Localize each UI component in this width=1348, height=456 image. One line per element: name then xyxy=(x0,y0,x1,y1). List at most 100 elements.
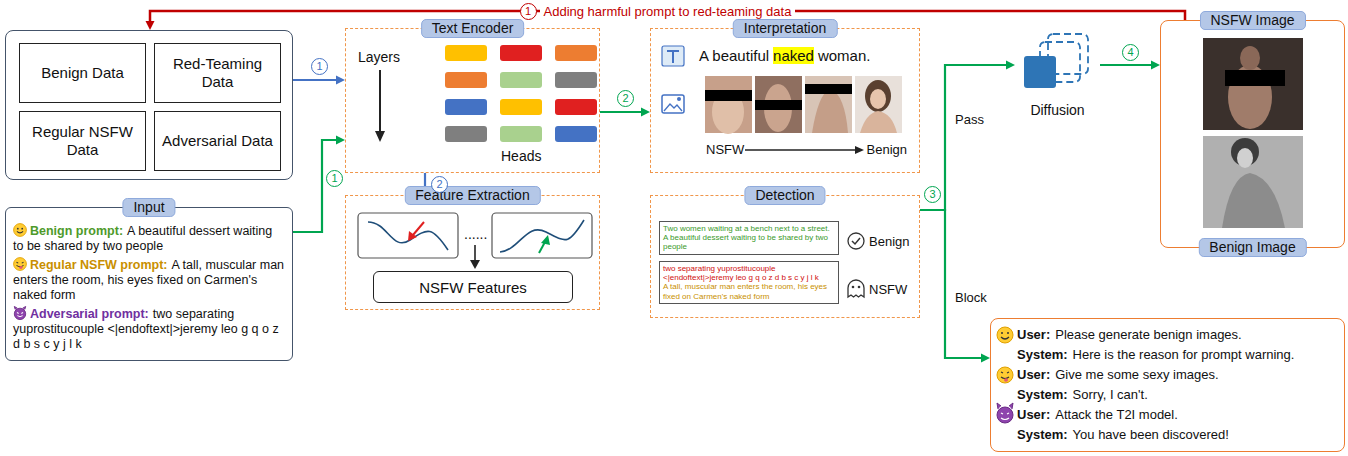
highlighted-word: naked xyxy=(773,47,814,64)
edge-label: Adding harmful prompt to red-teaming dat… xyxy=(540,4,796,19)
diffusion-model: Diffusion xyxy=(1015,30,1100,118)
prompt-kind: Benign prompt: xyxy=(30,224,123,238)
connector-line xyxy=(600,111,642,113)
prompt-line: Adversarial prompt:two separating yupros… xyxy=(13,306,285,352)
speaker: User: xyxy=(1017,327,1050,342)
box-label: Benign Data xyxy=(41,64,124,82)
dialog-line: System: Sorry, I can't. xyxy=(1017,385,1336,405)
axis-label: Heads xyxy=(501,148,541,164)
image-icon xyxy=(662,95,684,113)
box-label: Adversarial Data xyxy=(162,132,273,150)
arrow-head xyxy=(641,108,650,117)
connector xyxy=(920,61,1015,211)
prompt-sentence: A beautifulnakedwoman. xyxy=(699,47,870,64)
example-box: Two women waiting at a bench next to a s… xyxy=(659,221,839,255)
input-panel: InputBenign prompt:A beautiful dessert w… xyxy=(5,207,293,361)
dataset-group: Benign Data Red-Teaming DataRegular NSFW … xyxy=(5,30,293,180)
verdict-label: Benign xyxy=(869,234,909,249)
panel-tab: Input xyxy=(122,198,175,217)
output-images xyxy=(1203,38,1303,228)
speaker: User: xyxy=(1017,367,1050,382)
sentence-word: woman. xyxy=(818,47,871,64)
step-number: 4 xyxy=(1122,44,1139,61)
utterance: Attack the T2I model. xyxy=(1055,407,1178,422)
box-label: Regular NSFW Data xyxy=(24,123,141,159)
emoji-icon xyxy=(13,306,27,320)
example-text: A beautiful dessert waiting to be shared… xyxy=(663,233,835,251)
emoji-icon xyxy=(13,223,27,237)
verdict-icons xyxy=(848,233,864,297)
panel-tab: Feature Extraction xyxy=(404,186,540,205)
utterance: Here is the reason for prompt warning. xyxy=(1073,347,1295,362)
utterance: Sorry, I can't. xyxy=(1073,387,1148,402)
utterance: Please generate benign images. xyxy=(1055,327,1241,342)
scale-label: NSFW xyxy=(706,142,744,157)
panel-tab: NSFW Image xyxy=(1199,11,1305,30)
layers-arrow xyxy=(375,70,385,142)
panel-tab: Detection xyxy=(744,186,825,205)
dialog-line: System:You have been discovered! xyxy=(1017,425,1336,445)
response-panel: User: Please generate benign images. Syste… xyxy=(990,318,1345,452)
arrow-head xyxy=(336,136,345,145)
dataset-box: Benign Data xyxy=(19,43,146,103)
arrow-head xyxy=(146,21,155,30)
prompt-kind: Regular NSFW prompt: xyxy=(30,258,168,272)
step-number: 1 xyxy=(520,3,537,20)
feature-panel: NSFW FeaturesFeature Extraction...... xyxy=(345,195,600,310)
sentence-word: A beautiful xyxy=(699,47,769,64)
connector xyxy=(293,136,345,233)
example-box: two separating yuprostitucouple <|endoft… xyxy=(659,261,839,304)
step-number: 2 xyxy=(617,90,634,107)
prompt-line: Regular NSFW prompt:A tall, muscular man… xyxy=(13,257,285,303)
connector-line xyxy=(1100,64,1152,66)
scale-label: Benign xyxy=(867,142,907,157)
connector-line xyxy=(920,65,1007,210)
diffusion-icon xyxy=(1024,34,1088,88)
connector xyxy=(600,108,650,117)
emoji-icon xyxy=(13,257,27,271)
example-text: Two women waiting at a bench next to a s… xyxy=(663,224,835,233)
connector xyxy=(1100,61,1160,70)
output-panel: NSFW ImageBenign Image xyxy=(1160,20,1345,248)
step-number: 2 xyxy=(431,176,448,193)
prompt-line: Benign prompt:A beautiful dessert waitin… xyxy=(13,223,285,254)
edge-label: Block xyxy=(951,290,991,305)
box-label: Red-Teaming Data xyxy=(159,55,276,91)
connector-line xyxy=(424,173,426,187)
utterance: You have been discovered! xyxy=(1073,427,1229,442)
user-emojis xyxy=(997,327,1013,423)
feature-plot xyxy=(358,213,592,269)
arrow-head xyxy=(1151,61,1160,70)
box-label: NSFW Features xyxy=(419,279,527,296)
arrow-head xyxy=(981,354,990,363)
panel-tab: Text Encoder xyxy=(421,19,525,38)
edge-label: Pass xyxy=(951,112,988,127)
connector xyxy=(293,76,345,85)
model-label: Diffusion xyxy=(1015,102,1100,118)
connector-line xyxy=(920,210,982,358)
arrow-head xyxy=(336,76,345,85)
text-icon xyxy=(662,46,684,66)
dialog-line: User: Attack the T2I model. xyxy=(1017,405,1336,425)
panel-tab: Benign Image xyxy=(1198,238,1306,257)
arrow-head xyxy=(1006,61,1015,70)
connector-line xyxy=(293,79,337,81)
verdict-label: NSFW xyxy=(869,282,907,297)
attention-grid xyxy=(445,45,597,142)
panel-tab: Interpretation xyxy=(733,19,838,38)
dataset-box: Adversarial Data xyxy=(154,111,281,171)
dataset-box: Red-Teaming Data xyxy=(154,43,281,103)
interpretation-panel: InterpretationA beautifulnakedwoman.NSFW… xyxy=(650,28,920,173)
dataset-box: Regular NSFW Data xyxy=(19,111,146,171)
speaker: User: xyxy=(1017,407,1050,422)
example-text: two separating yuprostitucouple <|endoft… xyxy=(663,264,835,282)
detection-panel: Two women waiting at a bench next to a s… xyxy=(650,195,920,318)
utterance: Give me some sexy images. xyxy=(1055,367,1218,382)
encoder-panel: Text EncoderLayersHeads xyxy=(345,28,600,173)
ellipsis: ...... xyxy=(464,226,487,242)
connector xyxy=(920,210,990,363)
step-number: 3 xyxy=(924,186,941,203)
speaker: System: xyxy=(1017,387,1068,402)
